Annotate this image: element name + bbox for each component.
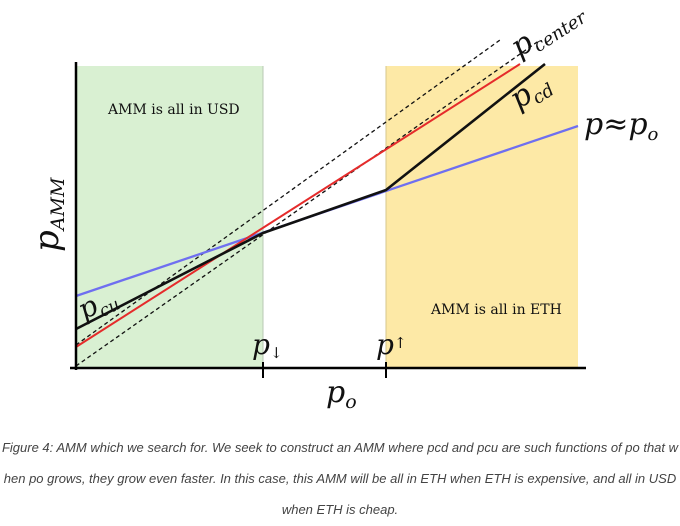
amm-diagram: AMM is all in USD AMM is all in ETH pAMM… (27, 0, 659, 413)
y-axis-label: pAMM (27, 177, 69, 252)
eth-region-label: AMM is all in ETH (430, 302, 562, 318)
amm-curve (75, 62, 546, 331)
caption-line-3: when ETH is cheap. (281, 502, 399, 517)
reference-line-label: p≈po (584, 107, 659, 145)
caption-line-1: Figure 4: AMM which we search for. We se… (1, 440, 679, 455)
eth-region (386, 66, 578, 368)
usd-region (76, 66, 263, 368)
caption-line-2: hen po grows, they grow even faster. In … (3, 471, 677, 486)
center-line (75, 63, 521, 348)
usd-region-label: AMM is all in USD (107, 102, 240, 118)
x-axis-label: po (326, 375, 357, 413)
center-curve-label: pcenter (504, 0, 591, 67)
lower-dashed-bound (75, 39, 541, 367)
tick-high-label: p↑ (376, 328, 407, 361)
figure-caption: Figure 4: AMM which we search for. We se… (0, 432, 680, 525)
tick-low-label: p↓ (252, 328, 283, 362)
